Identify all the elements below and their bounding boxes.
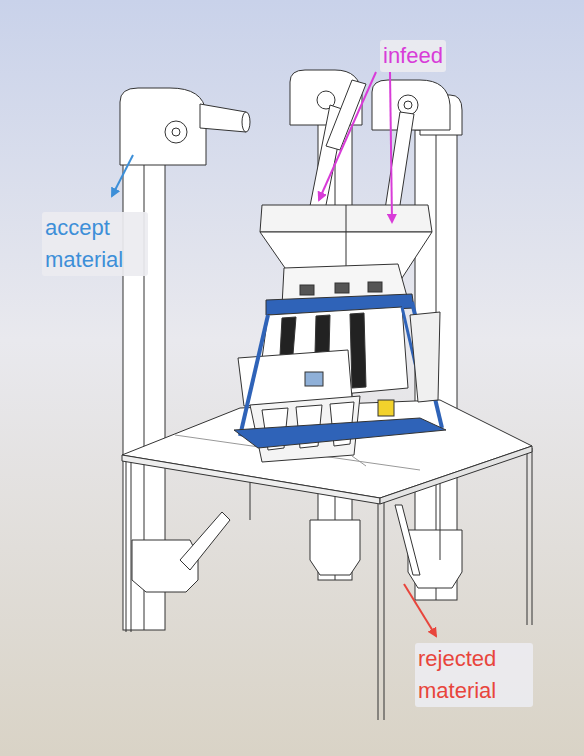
drawing-part [122,455,380,504]
drawing-part [390,72,392,222]
drawing-part [368,282,382,292]
drawing-part [378,400,394,416]
color-sorter [234,264,446,466]
drawing-part [378,500,379,720]
drawing-part [310,520,360,575]
drawing-part [352,456,366,466]
drawing-part [384,112,414,218]
drawing-part [200,104,246,132]
callout-label: accept material [42,212,148,276]
drawing-part [527,450,528,625]
callout-arrows [112,72,436,636]
drawing-part [305,372,323,386]
drawing-part [234,418,446,448]
drawing-part [120,88,206,165]
drawing-part [384,498,385,720]
left-elevator [120,88,250,630]
drawing-part [335,283,349,293]
drawing-part [410,312,440,402]
drawing-part [242,112,250,132]
drawing-part [112,155,133,196]
drawing-part [350,313,366,388]
drawing-part [404,101,412,109]
drawing-part [172,128,180,136]
drawing-part [395,505,420,575]
drawing-part [380,446,532,504]
callout-label: rejected material [415,643,533,707]
drawing-part [131,460,132,632]
callout-label: infeed [380,40,446,72]
drawing-part [404,584,436,636]
infeed-pipes [310,80,414,218]
drawing-part [319,72,376,200]
drawing-part [532,448,533,625]
drawing-part [180,512,230,570]
drawing-part [165,121,187,143]
drawing-part [126,458,127,632]
drawing-part [300,285,314,295]
